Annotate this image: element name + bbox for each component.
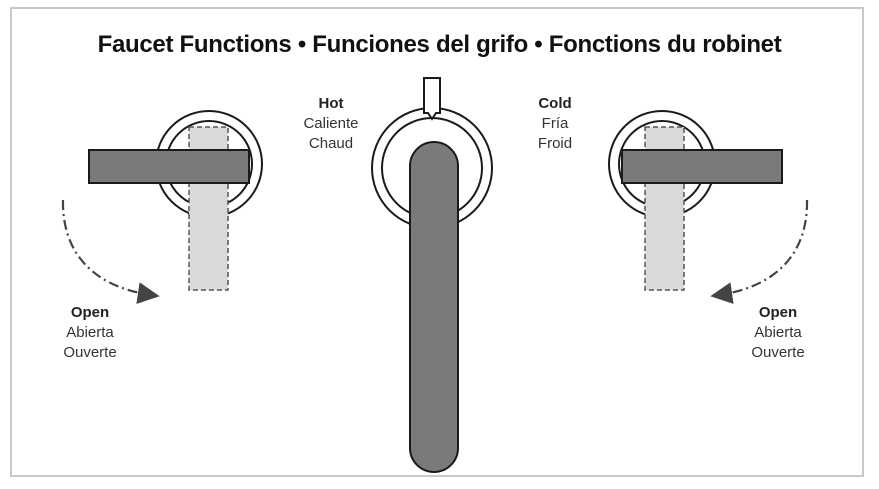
center-spout: [371, 77, 493, 473]
hot-label: Hot Caliente Chaud: [296, 94, 366, 154]
cold-label-es: Fría: [541, 115, 569, 132]
right-handle-closed: [621, 149, 783, 184]
left-open-arrow-icon: [61, 199, 160, 304]
open-right-es: Abierta: [754, 324, 802, 341]
open-label-right: Open Abierta Ouverte: [738, 303, 818, 363]
open-left-fr: Ouverte: [63, 344, 117, 361]
open-left-es: Abierta: [66, 324, 114, 341]
diagram-title: Faucet Functions • Funciones del grifo •…: [97, 31, 782, 58]
open-right-fr: Ouverte: [751, 344, 805, 361]
spout-icon: [409, 141, 459, 473]
left-valve: [61, 110, 263, 304]
open-right-en: Open: [758, 304, 798, 321]
open-label-left: Open Abierta Ouverte: [50, 303, 130, 363]
cold-label-en: Cold: [538, 95, 572, 112]
open-left-en: Open: [70, 304, 110, 321]
right-valve: [608, 110, 809, 304]
right-open-arrow-icon: [710, 199, 809, 304]
hot-label-fr: Chaud: [308, 135, 354, 152]
hot-label-es: Caliente: [303, 115, 359, 132]
hot-label-en: Hot: [318, 95, 344, 112]
spout-indicator-tab: [423, 77, 441, 121]
cold-label-fr: Froid: [537, 135, 573, 152]
left-handle-closed: [88, 149, 250, 184]
cold-label: Cold Fría Froid: [520, 94, 590, 154]
